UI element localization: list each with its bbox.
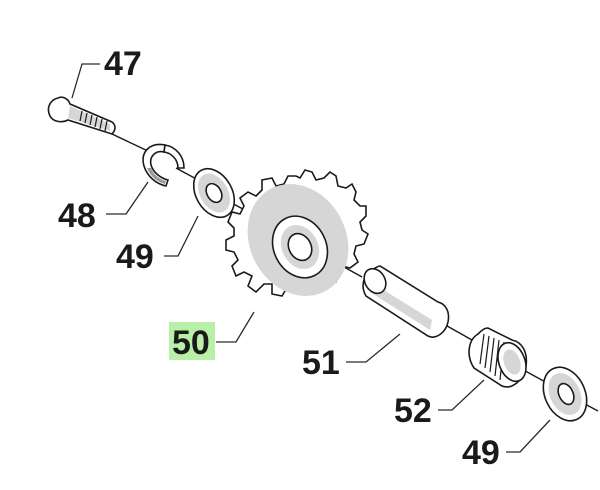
leader-49-left [164,215,199,257]
leader-50 [216,311,255,343]
part-bolt[interactable] [47,96,116,135]
part-circlip[interactable] [142,143,185,187]
part-label-47[interactable]: 47 [104,45,142,83]
leader-52 [438,379,485,411]
part-gear[interactable] [225,166,369,313]
part-label-51[interactable]: 51 [302,344,340,382]
part-washer-left[interactable] [185,161,242,224]
part-label-50[interactable]: 50 [172,324,210,362]
selected-part-highlight [169,322,215,360]
leader-51 [346,333,401,363]
part-label-49-right[interactable]: 49 [462,434,500,472]
leader-48 [106,181,149,215]
part-label-52[interactable]: 52 [394,392,432,430]
part-label-48[interactable]: 48 [58,197,96,235]
leader-lines [71,63,551,453]
part-washer-right[interactable] [535,360,595,428]
part-label-49-left[interactable]: 49 [116,238,154,276]
leader-49-right [506,419,551,453]
leader-47 [71,63,100,99]
part-needle-bearing[interactable] [468,327,531,388]
part-pin[interactable] [360,265,450,338]
part-labels: 47 48 49 50 51 52 49 [58,45,500,472]
